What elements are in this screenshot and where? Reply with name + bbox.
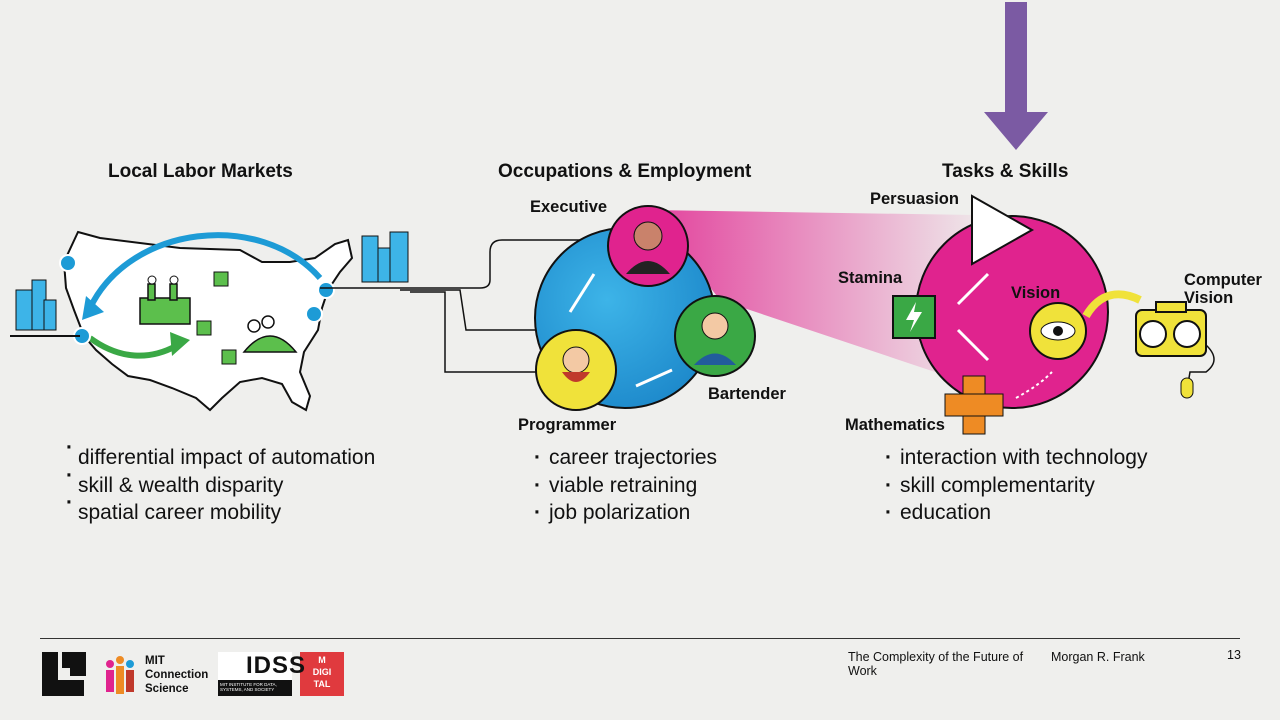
section-title-tasks-skills: Tasks & Skills — [942, 161, 1069, 182]
down-arrow-icon — [984, 2, 1048, 150]
bullets-tasks-skills: interaction with technology skill comple… — [885, 444, 1148, 527]
factory-icon — [139, 275, 191, 325]
square-icon — [196, 320, 212, 336]
section-title-labor-markets: Local Labor Markets — [108, 161, 293, 182]
label-computer-vision: Computer Vision — [1184, 271, 1262, 307]
city-icon — [10, 279, 80, 337]
persuasion-icon — [971, 194, 1035, 266]
section-title-occupations: Occupations & Employment — [498, 161, 752, 182]
digital-logo-text: M DIGI TAL — [312, 655, 332, 689]
mit-connection-science-logo-text: MIT Connection Science — [145, 655, 209, 695]
city-icon — [361, 231, 409, 283]
bullet-item: skill complementarity — [885, 472, 1147, 500]
bullets-occupations: career trajectories viable retraining jo… — [534, 444, 717, 527]
migration-arrow-icon — [88, 335, 178, 359]
label-executive: Executive — [530, 198, 608, 216]
label-vision: Vision — [1011, 284, 1061, 302]
bullet-item: skill & wealth disparity — [66, 462, 375, 500]
label-mathematics: Mathematics — [845, 416, 945, 434]
bullet-item: interaction with technology — [885, 444, 1148, 472]
bullet-item: differential impact of automation — [66, 434, 375, 472]
connector-lines — [320, 239, 600, 373]
stamina-icon — [892, 295, 936, 339]
talk-title: The Complexity of the Future of Work — [848, 650, 1024, 678]
label-programmer: Programmer — [518, 416, 617, 434]
digital-logo — [300, 652, 344, 696]
page-number: 13 — [1227, 648, 1241, 662]
bullet-item: education — [885, 499, 1147, 527]
mit-people-icon — [106, 656, 134, 694]
idss-logo-subtext: MIT INSTITUTE FOR DATA, SYSTEMS, AND SOC… — [220, 682, 277, 692]
swap-arrows-icon — [956, 272, 990, 362]
author-name: Morgan R. Frank — [1051, 650, 1145, 664]
square-icon — [221, 349, 237, 365]
camera-icon — [1135, 301, 1215, 399]
label-stamina: Stamina — [838, 269, 903, 287]
bullet-item: career trajectories — [534, 444, 717, 472]
lab-logo-icon — [42, 652, 86, 696]
label-persuasion: Persuasion — [870, 190, 959, 208]
bullets-labor-markets: differential impact of automation skill … — [66, 434, 375, 527]
square-icon — [213, 271, 229, 287]
swap-arrows-icon — [568, 273, 673, 388]
migration-arrow-icon — [87, 232, 323, 310]
mathematics-icon — [944, 375, 1004, 435]
bullet-item: spatial career mobility — [66, 489, 375, 527]
idss-logo-text: IDSS — [246, 652, 307, 679]
vision-link-arrow — [1082, 290, 1142, 319]
farm-icon — [242, 315, 298, 353]
bullet-item: viable retraining — [534, 472, 717, 500]
bullet-item: job polarization — [534, 499, 717, 527]
label-bartender: Bartender — [708, 385, 786, 403]
footer-divider — [40, 638, 1240, 639]
